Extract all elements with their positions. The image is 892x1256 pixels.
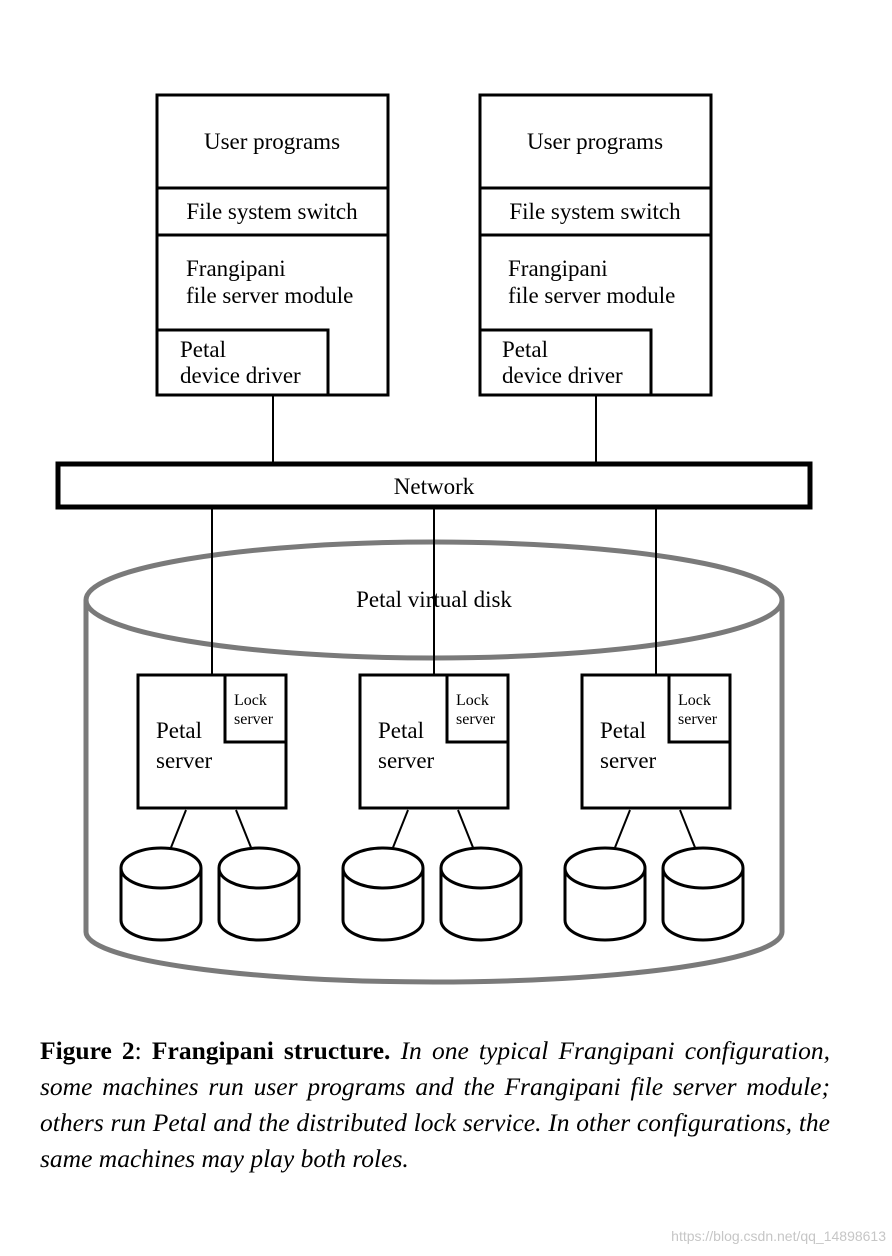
watermark: https://blog.csdn.net/qq_14898613	[671, 1228, 886, 1244]
petal-server-label: Petal	[156, 718, 202, 743]
lock-server-label: server	[234, 711, 274, 728]
lock-server-label: Lock	[456, 692, 489, 709]
lock-server-label: server	[678, 711, 718, 728]
petal-server-2	[358, 673, 510, 810]
figure-label: Figure 2	[40, 1036, 135, 1065]
lock-server-label: server	[456, 711, 496, 728]
user-programs-label: User programs	[527, 129, 663, 154]
petal-driver-label: device driver	[180, 363, 301, 388]
driver-network-links	[272, 395, 597, 464]
caption-text: In one typical Frangipani configuration,…	[40, 1036, 830, 1173]
frangipani-module-label: file server module	[186, 283, 353, 308]
lock-server-label: Lock	[678, 692, 711, 709]
file-system-switch-label: File system switch	[186, 199, 358, 224]
physical-disks	[119, 846, 745, 942]
frangipani-module-label: file server module	[508, 283, 675, 308]
petal-driver-label: Petal	[180, 337, 226, 362]
disk-icon	[119, 846, 203, 942]
figure-caption: Figure 2: Frangipani structure. In one t…	[40, 1033, 830, 1177]
frangipani-structure-diagram: Petal virtual disk User programs File sy…	[55, 93, 813, 985]
petal-server-label: server	[156, 748, 213, 773]
file-system-switch-label: File system switch	[509, 199, 681, 224]
disk-icon	[563, 846, 647, 942]
petal-driver-label: device driver	[502, 363, 623, 388]
network-bar	[55, 461, 813, 510]
figure-title: Frangipani structure.	[151, 1036, 391, 1065]
disk-icon	[439, 846, 523, 942]
disk-icon	[661, 846, 745, 942]
disk-icon	[341, 846, 425, 942]
network-label: Network	[394, 474, 475, 499]
petal-server-3	[580, 673, 732, 810]
petal-server-label: server	[600, 748, 657, 773]
network-server-links	[211, 507, 657, 675]
petal-server-label: Petal	[378, 718, 424, 743]
disk-icon	[217, 846, 301, 942]
petal-server-label: Petal	[600, 718, 646, 743]
petal-server-label: server	[378, 748, 435, 773]
petal-server-1	[136, 673, 288, 810]
frangipani-module-label: Frangipani	[508, 256, 608, 281]
caption-separator: :	[134, 1036, 142, 1065]
user-programs-label: User programs	[204, 129, 340, 154]
lock-server-label: Lock	[234, 692, 267, 709]
frangipani-module-label: Frangipani	[186, 256, 286, 281]
petal-driver-label: Petal	[502, 337, 548, 362]
